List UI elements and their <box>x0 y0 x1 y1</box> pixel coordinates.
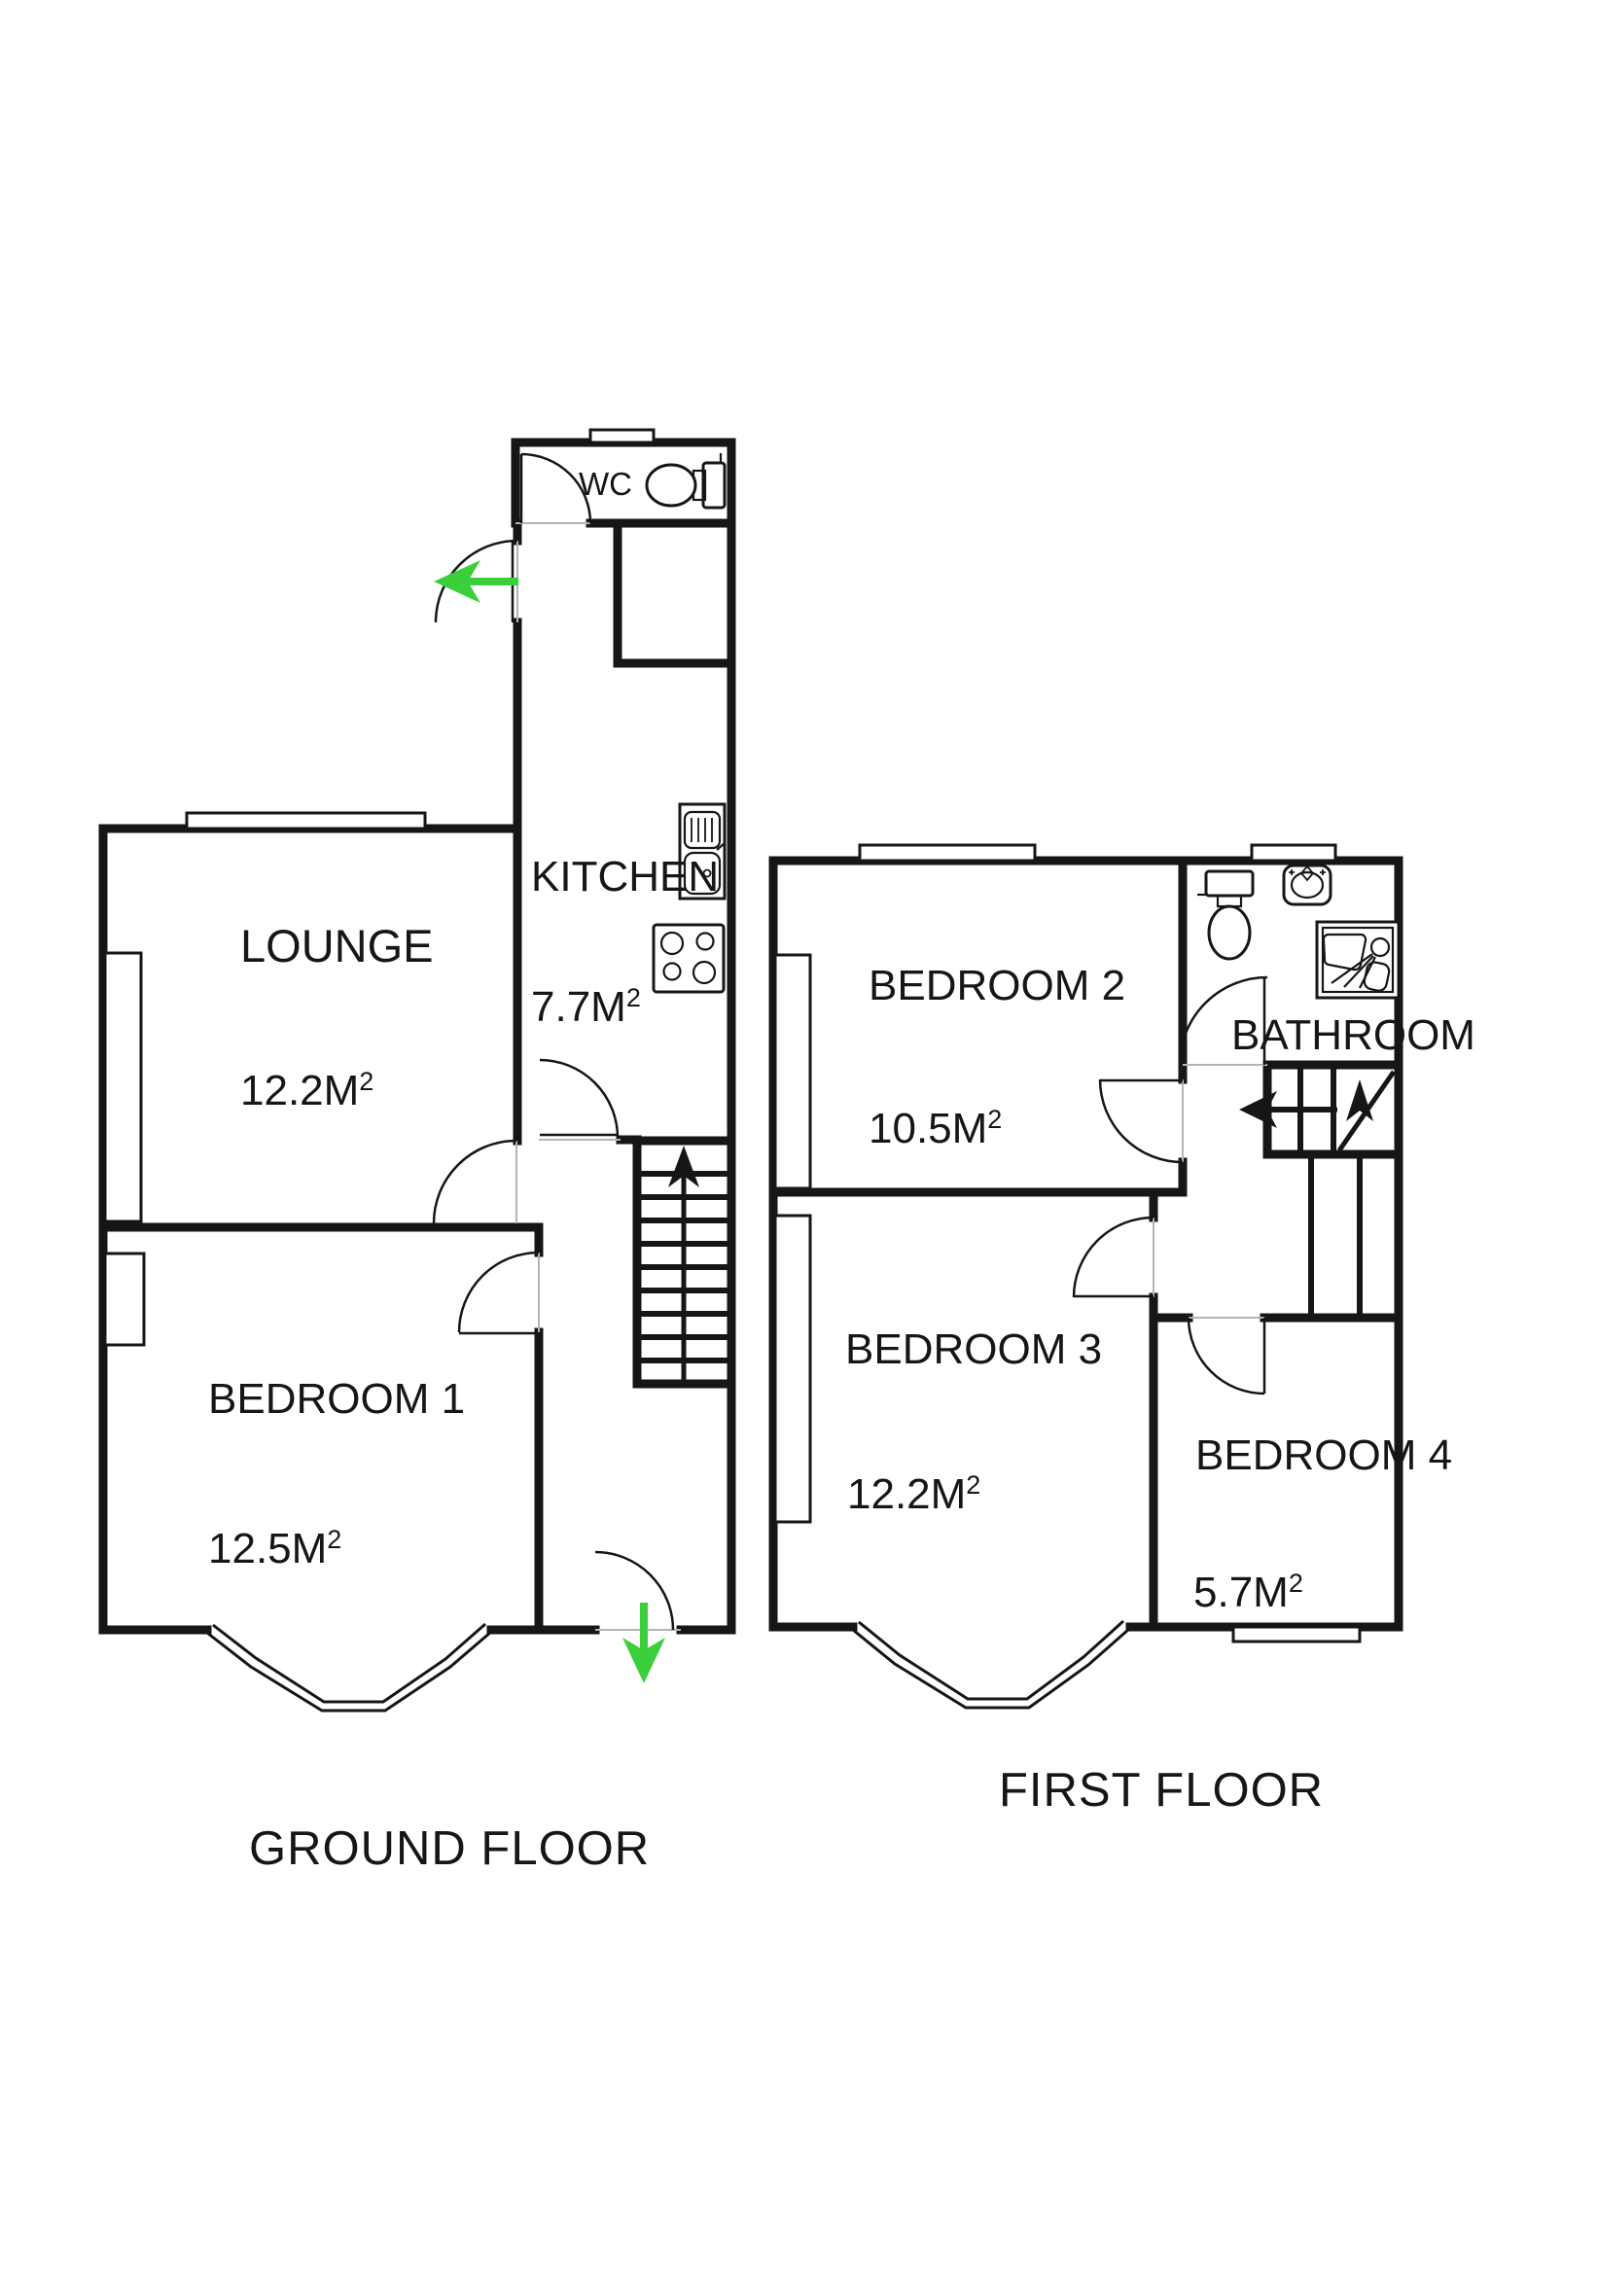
ground-floor-plan: WC KITCHEN 7.7M2 LOUNGE 12.2M2 BEDROOM 1… <box>98 428 736 1875</box>
lounge-label: LOUNGE <box>240 920 434 971</box>
bedroom3-bay-window <box>852 1619 1130 1710</box>
bathroom-toilet-icon <box>1197 869 1255 961</box>
bedroom4-door <box>1187 1317 1266 1395</box>
first-floor-plan: BEDROOM 2 10.5M2 BATHROOM BEDROOM 3 12.2… <box>768 843 1475 1817</box>
left-outer-wall <box>98 824 212 1635</box>
bedroom1-area-label: 12.5M2 <box>208 1525 341 1572</box>
toilet-icon <box>645 453 727 510</box>
bedroom2-label: BEDROOM 2 <box>869 962 1125 1009</box>
bedroom3-door <box>1072 1216 1154 1298</box>
back-door <box>594 1550 675 1631</box>
first-floor-thresholds <box>1153 1064 1267 1319</box>
kitchen-area-label: 7.7M2 <box>531 983 641 1031</box>
first-floor-windows <box>773 843 1362 1710</box>
bedroom1-label: BEDROOM 1 <box>208 1375 465 1423</box>
wc-and-right-outer-wall <box>511 438 736 1635</box>
bedroom1-door <box>457 1251 540 1335</box>
lounge-side-window <box>103 951 143 1223</box>
shower-icon <box>1315 920 1401 1000</box>
kitchen-sink-icon <box>678 802 727 901</box>
wc-label: WC <box>579 466 632 502</box>
bedroom2-door <box>1098 1078 1184 1164</box>
ground-floor-windows <box>103 428 656 1713</box>
bedroom2-area-label: 10.5M2 <box>869 1105 1002 1152</box>
first-floor-doors <box>1072 975 1268 1395</box>
ground-floor-thresholds <box>515 522 681 1631</box>
lounge-door <box>432 1139 517 1224</box>
hob-icon <box>652 923 726 994</box>
ground-floor-doors <box>432 452 675 1631</box>
wc-door <box>519 452 592 524</box>
bathroom-door <box>1178 975 1268 1066</box>
wc-window <box>588 428 656 444</box>
basin-icon <box>1282 864 1332 906</box>
ground-floor-title: GROUND FLOOR <box>249 1822 650 1875</box>
stairwell-void-walls <box>1308 1151 1363 1321</box>
stairs-up-arrow-icon <box>668 1146 699 1384</box>
ground-floor-walls <box>98 438 736 1635</box>
back-entrance-arrow-icon <box>622 1603 665 1683</box>
bedroom3-area-label: 12.2M2 <box>847 1470 980 1518</box>
bedroom4-window <box>1231 1625 1362 1643</box>
bedroom4-area-label: 5.7M2 <box>1193 1569 1303 1616</box>
bathroom-window <box>1250 843 1337 863</box>
stairs-direction-arrow-icon <box>1336 1070 1397 1152</box>
entrance-arrow-icon <box>434 560 518 603</box>
stairs-landing-arrow-icon <box>1239 1091 1337 1128</box>
bedroom1-bay-window <box>206 1622 492 1713</box>
bedroom2-side-window <box>773 953 812 1190</box>
lounge-top-window <box>185 811 427 830</box>
bedroom3-label: BEDROOM 3 <box>845 1325 1102 1373</box>
first-floor-stairs <box>1239 1062 1397 1157</box>
ground-floor-stairs <box>634 1146 734 1384</box>
bedroom2-top-window <box>858 843 1037 863</box>
kitchen-label: KITCHEN <box>531 853 719 901</box>
bedroom1-side-window <box>103 1252 146 1347</box>
ground-floor-labels: WC KITCHEN 7.7M2 LOUNGE 12.2M2 BEDROOM 1… <box>208 466 719 1875</box>
bedroom3-side-window <box>773 1214 812 1524</box>
first-floor-labels: BEDROOM 2 10.5M2 BATHROOM BEDROOM 3 12.2… <box>845 962 1475 1817</box>
first-floor-title: FIRST FLOOR <box>999 1764 1324 1817</box>
bathroom-label: BATHROOM <box>1231 1011 1475 1059</box>
lounge-area-label: 12.2M2 <box>240 1067 373 1114</box>
kitchen-door <box>539 1058 620 1139</box>
bedroom4-label: BEDROOM 4 <box>1195 1431 1452 1479</box>
outer-wall-left-bottom <box>768 856 858 1632</box>
